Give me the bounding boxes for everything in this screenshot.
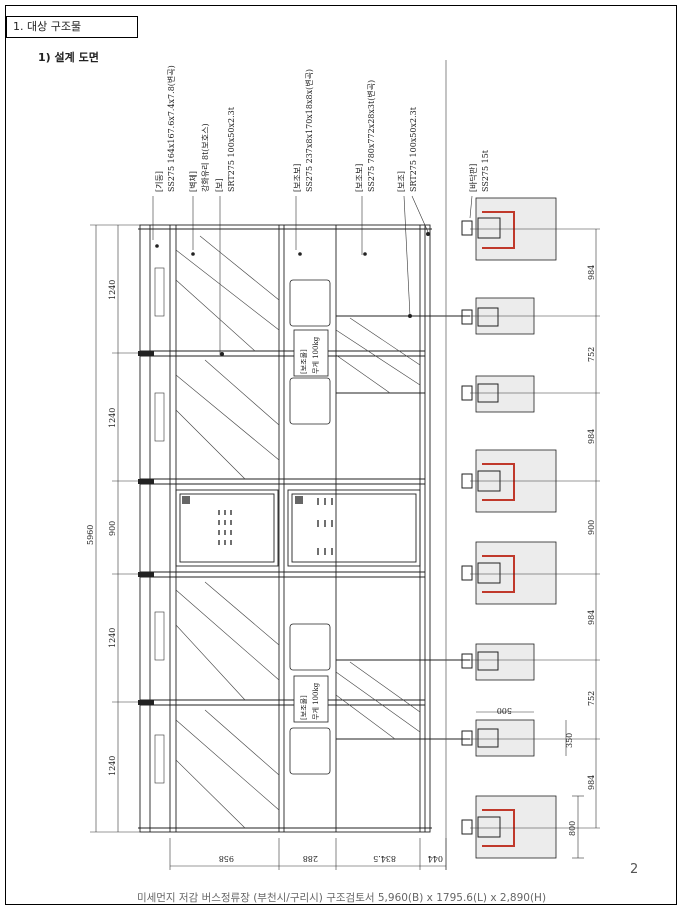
dim-footing-width: 500 (497, 706, 512, 715)
label-glass-title: [벽체] (188, 171, 198, 192)
footings (461, 197, 557, 859)
label-subcol-spec: SS275 237x8x170x18x8x(변곡) (304, 69, 314, 192)
footer-text: 미세먼지 저감 버스정류장 (부천시/구리시) 구조검토서 5,960(B) x… (136, 892, 547, 904)
dim-right-3: 984 (587, 429, 596, 444)
dim-right-1: 984 (587, 265, 596, 280)
dim-footing-big: 800 (568, 821, 577, 836)
page-number: 2 (630, 862, 639, 877)
dim-right-2: 752 (587, 347, 596, 362)
label-rib-title: [보조] (397, 171, 406, 192)
label-beam-spec: SRT275 100x50x2.3t (227, 106, 236, 192)
dim-total: 5960 (86, 525, 95, 545)
member-labels: [기둥] SS275 164x167.6x7.4x7.8(변곡) [벽체] 강화… (155, 65, 490, 192)
dim-bottom-1: 958 (219, 854, 234, 863)
label-subbeam-spec: SS275 780x772x28x3t(변곡) (366, 80, 376, 192)
section-title: 1. 대상 구조물 (6, 16, 138, 38)
label-base-spec: SS275 15t (481, 149, 490, 192)
dim-bottom-2: 288 (303, 854, 318, 863)
dim-left-1: 1240 (108, 280, 117, 300)
label-beam-title: [보] (215, 178, 224, 192)
load-note-1-value: 무게 100kg (311, 336, 320, 374)
dim-left-5: 1240 (108, 756, 117, 776)
dim-right-4: 900 (587, 520, 596, 535)
dim-bottom-3: 834.5 (373, 854, 396, 863)
dim-left-4: 1240 (108, 628, 117, 648)
load-note-1-title: [보조물] (300, 349, 308, 374)
label-subbeam-title: [보조보] (355, 164, 364, 192)
dim-footing-depth: 350 (565, 733, 574, 748)
label-column-spec: SS275 164x167.6x7.4x7.8(변곡) (166, 65, 176, 192)
load-note-2-value: 무게 100kg (311, 682, 320, 720)
label-subcol-title: [보조보] (293, 164, 302, 192)
dim-right-7: 984 (587, 775, 596, 790)
label-base-title: [바닥판] (468, 164, 478, 192)
page-frame (5, 5, 677, 905)
dim-left-3: 900 (108, 521, 117, 536)
dim-right-5: 984 (587, 610, 596, 625)
load-note-2-title: [보조물] (300, 695, 308, 720)
dim-bottom-4: 044 (428, 854, 443, 863)
dim-left-2: 1240 (108, 408, 117, 428)
label-column-title: [기둥] (155, 171, 164, 192)
dim-right-6: 752 (587, 691, 596, 706)
label-glass-spec: 강화유리 8t(보호스) (200, 123, 210, 192)
subsection-title: 1) 설계 도면 (38, 51, 99, 64)
label-rib-spec: SRT275 100x50x2.3t (409, 106, 418, 192)
